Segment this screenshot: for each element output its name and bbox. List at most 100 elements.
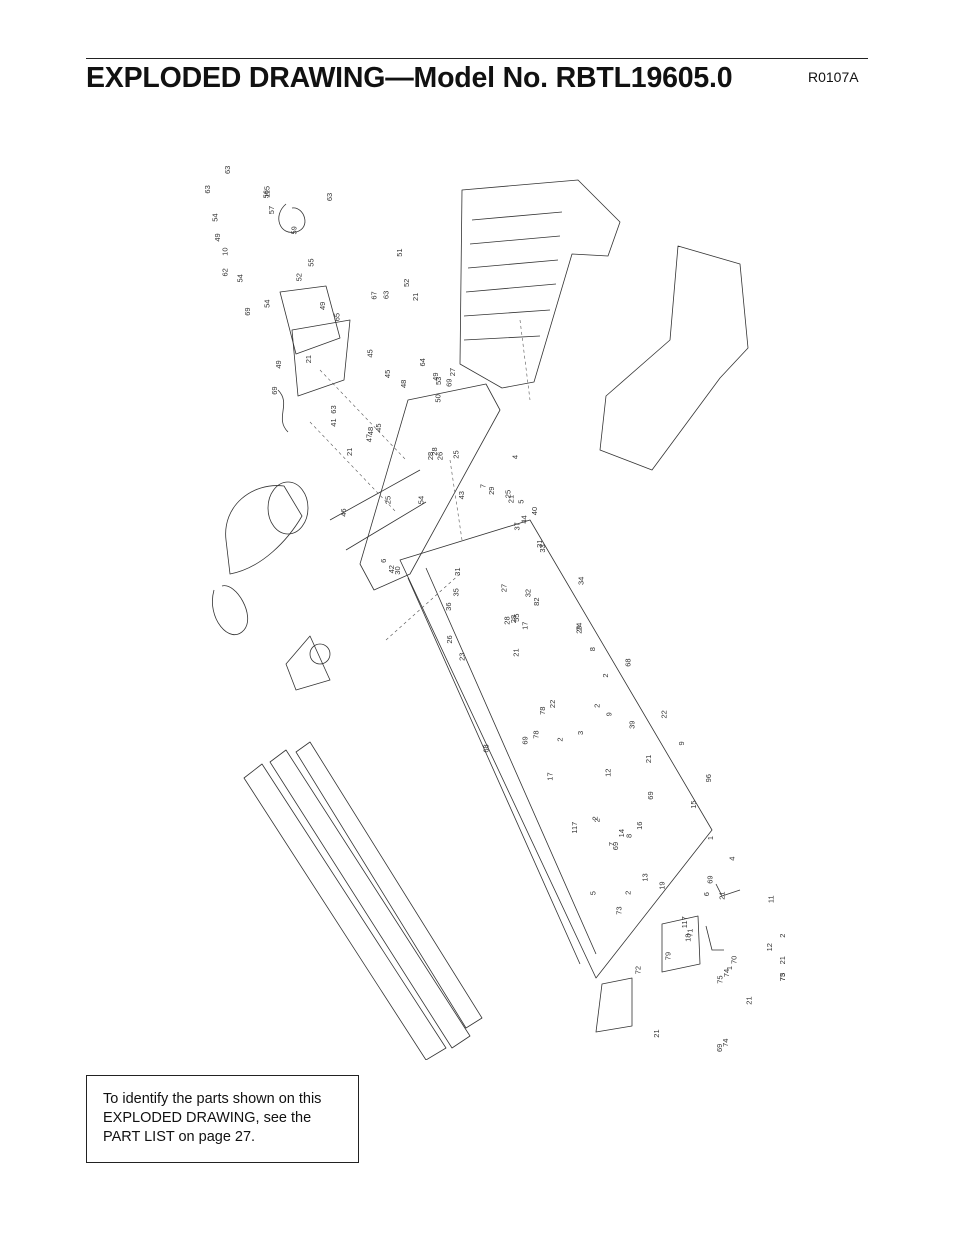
- motor-flywheel-part: [267, 481, 309, 535]
- part-number-label: 9: [604, 712, 613, 716]
- part-number-label: 82: [532, 597, 541, 605]
- part-number-label: 55: [306, 258, 315, 266]
- walking-deck-part: [399, 519, 713, 979]
- part-number-label: 78: [538, 707, 547, 715]
- part-number-label: 31: [453, 567, 462, 575]
- part-number-label: 14: [617, 829, 626, 837]
- part-number-label: 54: [210, 213, 219, 221]
- part-number-label: 73: [778, 973, 787, 981]
- part-number-label: 8: [625, 834, 634, 838]
- part-number-label: 59: [290, 226, 299, 234]
- part-number-label: 28: [509, 615, 518, 623]
- part-number-label: 75: [778, 973, 787, 981]
- part-number-label: 21: [778, 956, 787, 964]
- part-number-label: 67: [369, 291, 378, 299]
- part-number-label: 21: [512, 648, 521, 656]
- note-line: To identify the parts shown on this: [103, 1091, 322, 1107]
- part-number-label: 28: [503, 616, 512, 624]
- part-number-label: 7: [479, 484, 488, 488]
- part-number-label: 4: [727, 857, 736, 861]
- drive-motor-part: [225, 485, 303, 575]
- side-rail-part: [269, 749, 471, 1049]
- part-number-label: 17: [545, 772, 554, 780]
- deck-roller-part: [407, 567, 597, 965]
- part-number-label: 17: [521, 622, 530, 630]
- part-number-label: 69: [715, 1044, 724, 1052]
- part-number-label: 52: [402, 279, 411, 287]
- part-number-label: 29: [487, 487, 496, 495]
- motor-hood-part: [459, 179, 621, 389]
- part-number-label: 34: [577, 577, 586, 585]
- part-number-label: 64: [418, 358, 427, 366]
- part-number-label: 2: [555, 737, 564, 741]
- part-number-label: 21: [652, 1029, 661, 1037]
- part-number-label: 96: [704, 774, 713, 782]
- part-number-label: 1: [725, 966, 734, 970]
- part-number-labels: 6363635711510545256545559544949626369525…: [203, 166, 787, 1052]
- part-number-label: 40: [530, 507, 539, 515]
- part-number-label: 30: [393, 566, 402, 574]
- top-rule: [86, 58, 868, 59]
- part-number-label: 69: [646, 791, 655, 799]
- part-number-label: 2: [778, 934, 787, 938]
- part-number-label: 49: [213, 233, 222, 241]
- part-number-label: 25: [384, 496, 393, 504]
- part-number-label: 54: [417, 496, 426, 504]
- part-number-label: 32: [523, 589, 532, 597]
- part-number-label: 73: [615, 906, 624, 914]
- part-number-label: 69: [521, 736, 530, 744]
- part-number-label: 71: [686, 929, 695, 937]
- part-number-label: 11: [767, 895, 776, 903]
- part-number-label: 68: [624, 658, 633, 666]
- part-number-label: 41: [329, 418, 338, 426]
- part-number-label: 33: [538, 544, 547, 552]
- part-number-label: 70: [730, 956, 739, 964]
- part-number-label: 69: [270, 386, 279, 394]
- leveling-foot-part: [661, 915, 701, 973]
- hex-key-part: [705, 883, 741, 951]
- part-number-label: 7: [607, 842, 616, 846]
- part-number-label: 3: [576, 731, 585, 735]
- part-number-label: 15: [689, 800, 698, 808]
- part-number-label: 48: [366, 427, 375, 435]
- power-cord-part: [278, 203, 306, 233]
- part-number-label: 8: [588, 647, 597, 651]
- part-number-label: 63: [325, 193, 334, 201]
- part-number-label: 25: [504, 490, 513, 498]
- part-number-label: 6: [379, 559, 388, 563]
- page-title: EXPLODED DRAWING—Model No. RBTL19605.0: [86, 62, 733, 94]
- part-number-label: 53: [434, 377, 443, 385]
- part-number-label: 74: [722, 969, 731, 977]
- incline-bracket-part: [285, 635, 331, 691]
- note-line: PART LIST on page 27.: [103, 1129, 256, 1145]
- part-number-label: 5: [589, 891, 598, 895]
- part-number-label: 42: [387, 565, 396, 573]
- part-number-label: 36: [444, 602, 453, 610]
- note-line: EXPLODED DRAWING, see the: [103, 1110, 312, 1126]
- part-number-label: 52: [295, 273, 304, 281]
- side-rail-part: [243, 763, 447, 1060]
- part-number-label: 31: [535, 540, 544, 548]
- wire-harness-part: [277, 389, 289, 433]
- part-number-label: 23: [458, 653, 467, 661]
- part-number-label: 18: [684, 934, 693, 942]
- part-number-label: 24: [574, 623, 583, 631]
- part-number-label: 46: [339, 508, 348, 516]
- motor-controller-part: [279, 285, 341, 355]
- pulley-part: [309, 643, 331, 665]
- leader-line: [309, 319, 531, 641]
- part-number-label: 21: [644, 755, 653, 763]
- part-number-label: 9: [677, 741, 686, 745]
- part-number-label: 69: [445, 379, 454, 387]
- part-number-label: 62: [221, 268, 230, 276]
- part-number-label: 43: [457, 491, 466, 499]
- part-number-label: 19: [658, 881, 667, 889]
- part-number-label: 35: [452, 588, 461, 596]
- part-number-label: 21: [718, 891, 727, 899]
- part-number-label: 13: [640, 873, 649, 881]
- part-number-label: 21: [507, 495, 516, 503]
- frame-rail-part: [329, 469, 427, 551]
- part-number-label: 12: [604, 769, 613, 777]
- part-number-label: 26: [445, 635, 454, 643]
- part-number-label: 12: [765, 943, 774, 951]
